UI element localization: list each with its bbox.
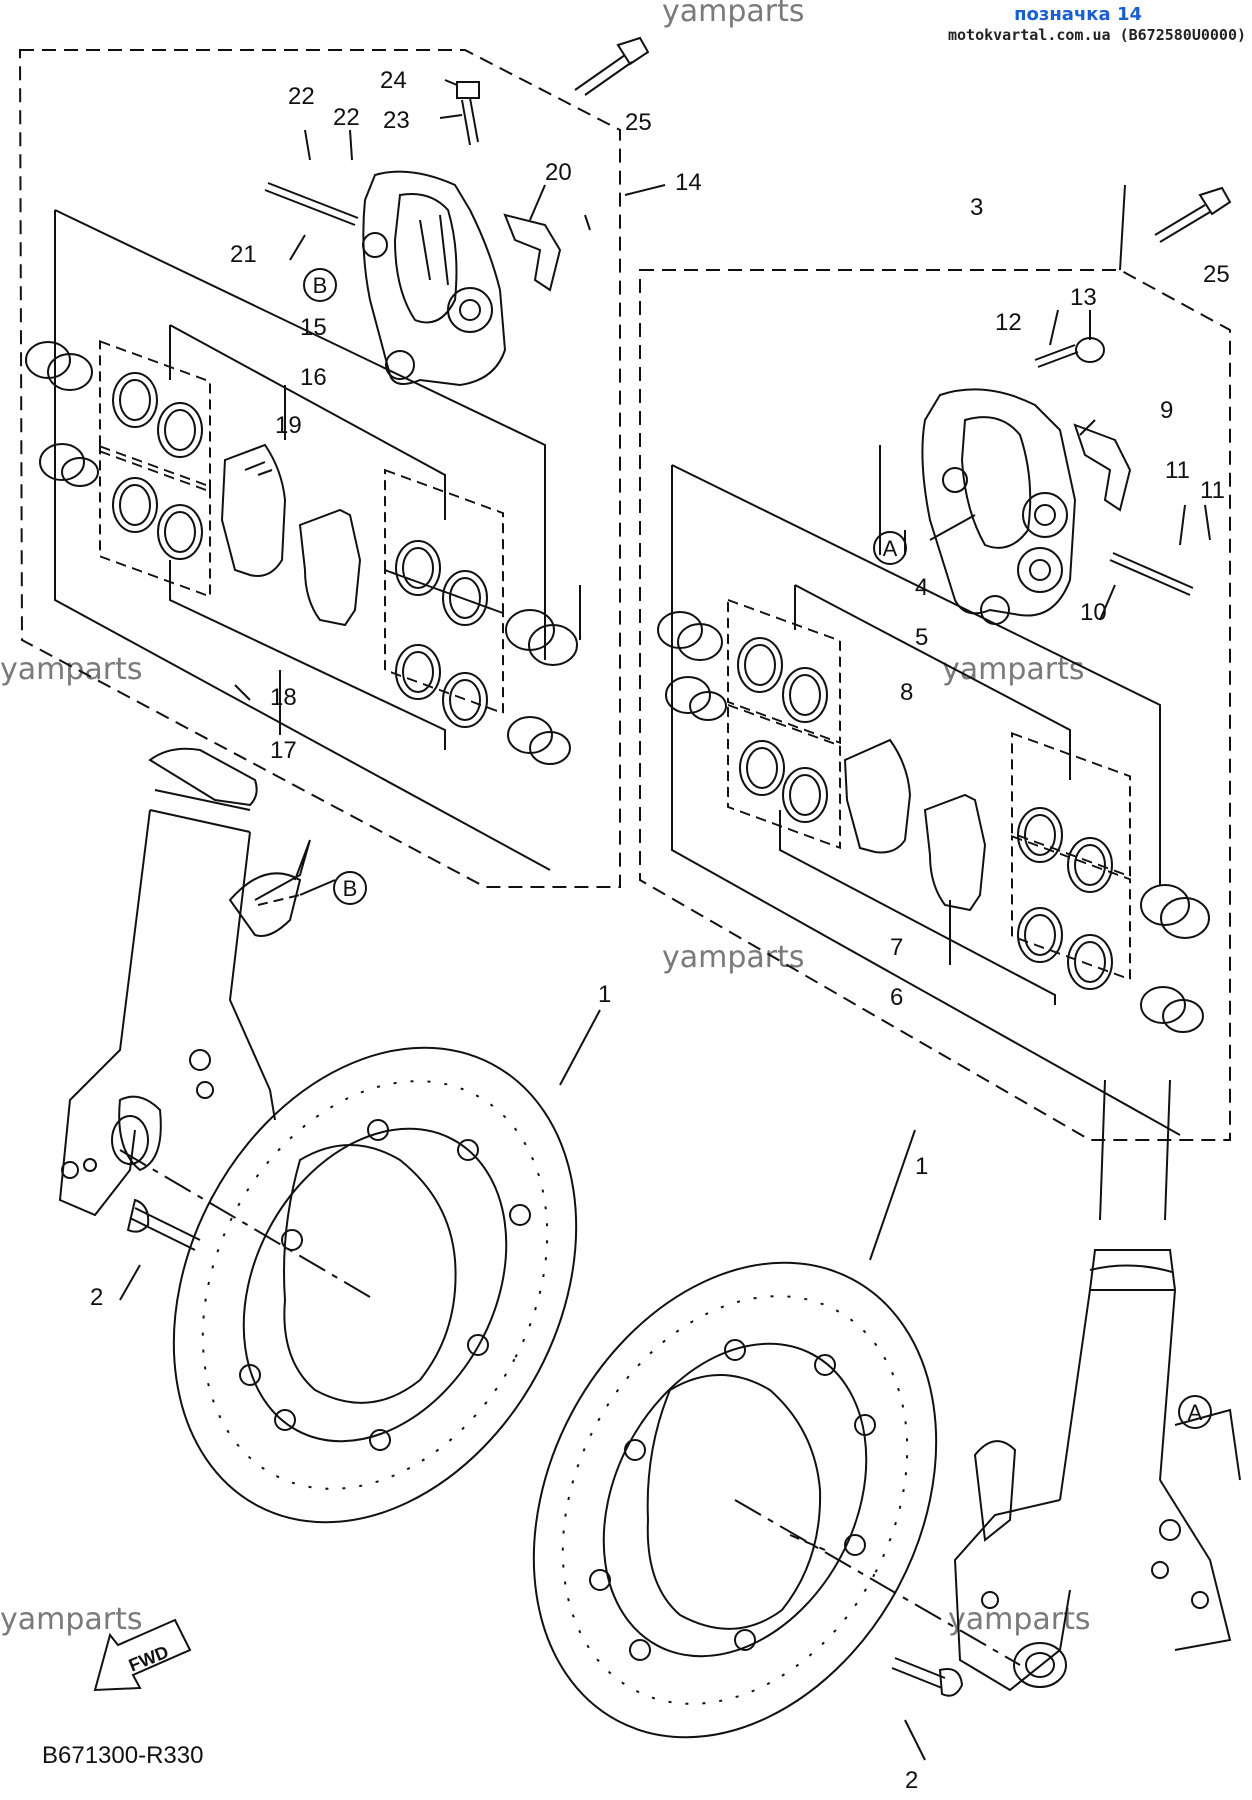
ref-label-b: B (313, 273, 328, 298)
piston-right (657, 611, 1210, 1033)
axle-bolt-2-left (129, 1207, 201, 1251)
ref-circle-b (303, 268, 337, 302)
brake-pad-8b (923, 793, 987, 912)
callout-6: 6 (890, 984, 903, 1011)
ref-label-a: A (1188, 1400, 1203, 1425)
callout-22: 22 (333, 104, 360, 131)
fork-left (58, 747, 311, 1217)
callout-8: 8 (900, 679, 913, 706)
callout-9: 9 (1160, 397, 1173, 424)
callout-25: 25 (625, 109, 652, 136)
watermark: yamparts (0, 652, 143, 687)
callout-13: 13 (1070, 284, 1097, 311)
pad-pin-21 (264, 182, 359, 226)
watermark: yamparts (942, 652, 1085, 687)
ref-circle-b (333, 871, 367, 905)
callout-22: 22 (288, 83, 315, 110)
callout-23: 23 (383, 107, 410, 134)
callout-4: 4 (915, 574, 928, 601)
piston-left (25, 341, 578, 765)
cap-13 (1075, 337, 1105, 363)
callout-11: 11 (1165, 457, 1190, 484)
bleed-screw-23 (461, 97, 479, 146)
callout-1: 1 (915, 1153, 928, 1180)
watermark: yamparts (662, 0, 805, 29)
callout-19: 19 (275, 412, 302, 439)
caliper-left (362, 170, 507, 387)
callout-12: 12 (995, 309, 1022, 336)
ref-circle-a (1178, 1395, 1212, 1429)
assembly-box-left (18, 49, 621, 888)
cap-24 (456, 81, 480, 99)
ref-label-a: A (883, 536, 898, 561)
brake-pad-19a (220, 443, 287, 577)
header-subtitle: motokvartal.com.ua (B672580U0000) (947, 26, 1246, 44)
pad-spring-9 (1073, 423, 1132, 512)
pad-pin-10 (1109, 552, 1194, 596)
fwd-label: FWD (126, 1642, 171, 1676)
callout-1: 1 (598, 981, 611, 1008)
watermark: yamparts (662, 940, 805, 975)
caliper-right (921, 388, 1077, 625)
callout-15: 15 (300, 314, 327, 341)
callout-16: 16 (300, 364, 327, 391)
callout-7: 7 (890, 934, 903, 961)
callout-3: 3 (970, 194, 983, 221)
watermark: yamparts (0, 1602, 143, 1637)
callout-2: 2 (90, 1284, 103, 1311)
callout-11: 11 (1200, 477, 1225, 504)
brake-pad-19b (298, 508, 362, 627)
bleed-screw-12 (1034, 344, 1079, 368)
brake-pad-8a (843, 738, 912, 854)
header-title: позначка 14 (1014, 4, 1142, 25)
fwd-arrow-icon (93, 1618, 192, 1692)
fork-right (953, 1079, 1241, 1692)
callout-2: 2 (905, 1767, 918, 1794)
ref-label-b: B (343, 876, 358, 901)
callout-10: 10 (1080, 599, 1107, 626)
bolt-25-right (1154, 204, 1211, 243)
brake-disc-right (532, 1261, 938, 1739)
callout-17: 17 (270, 737, 297, 764)
callout-25: 25 (1203, 261, 1230, 288)
callout-20: 20 (545, 159, 572, 186)
callout-18: 18 (270, 684, 297, 711)
callout-24: 24 (380, 67, 407, 94)
bolt-25-left (574, 54, 633, 96)
callout-14: 14 (675, 169, 702, 196)
pad-spring-20 (503, 213, 562, 292)
diagram-code: B671300-R330 (42, 1742, 204, 1769)
callout-21: 21 (230, 241, 257, 268)
ref-circle-a (873, 531, 907, 565)
axle-bolt-2-right (891, 1657, 946, 1689)
brake-disc-left (172, 1046, 578, 1524)
callout-5: 5 (915, 624, 928, 651)
assembly-box-right (639, 269, 1231, 1141)
